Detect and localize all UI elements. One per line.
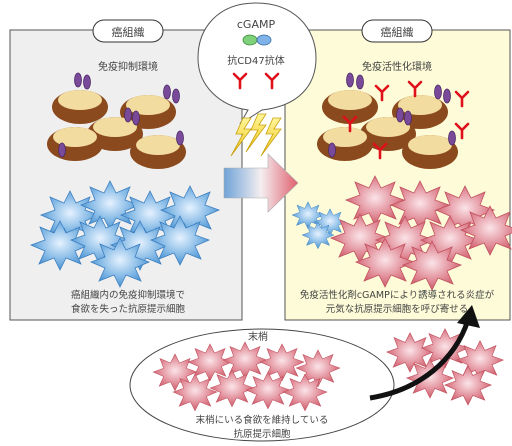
left-tag-box	[92, 19, 164, 43]
right-tag: 癌組織	[381, 25, 414, 39]
right-tag-box	[361, 19, 433, 43]
periphery-caption-2: 抗原提示細胞	[233, 428, 291, 440]
migrating-apc-cells	[386, 328, 504, 406]
right-heading: 免疫活性化環境	[362, 60, 432, 73]
transition-arrow	[223, 153, 299, 213]
left-tag: 癌組織	[112, 25, 145, 39]
cgamp-icon	[242, 34, 272, 46]
periphery-title: 末梢	[248, 330, 268, 343]
right-caption-1: 免疫活性化剤cGAMPにより誘導される炎症が	[300, 289, 495, 301]
recruitment-arrow	[369, 319, 471, 401]
bubble-title: cGAMP	[237, 18, 276, 31]
left-caption-2: 食欲を失った抗原提示細胞	[71, 303, 186, 315]
lightning-icons	[230, 113, 282, 157]
recruitment-arrow-head	[457, 305, 480, 328]
bubble-subtitle: 抗CD47抗体	[227, 54, 284, 67]
periphery-caption-1: 末梢にいる食欲を維持している	[196, 414, 329, 426]
left-heading: 免疫抑制環境	[98, 60, 158, 73]
left-caption-1: 癌組織内の免疫抑制環境で	[71, 289, 185, 301]
right-caption-2: 元気な抗原提示細胞を呼び寄せる	[326, 303, 469, 315]
